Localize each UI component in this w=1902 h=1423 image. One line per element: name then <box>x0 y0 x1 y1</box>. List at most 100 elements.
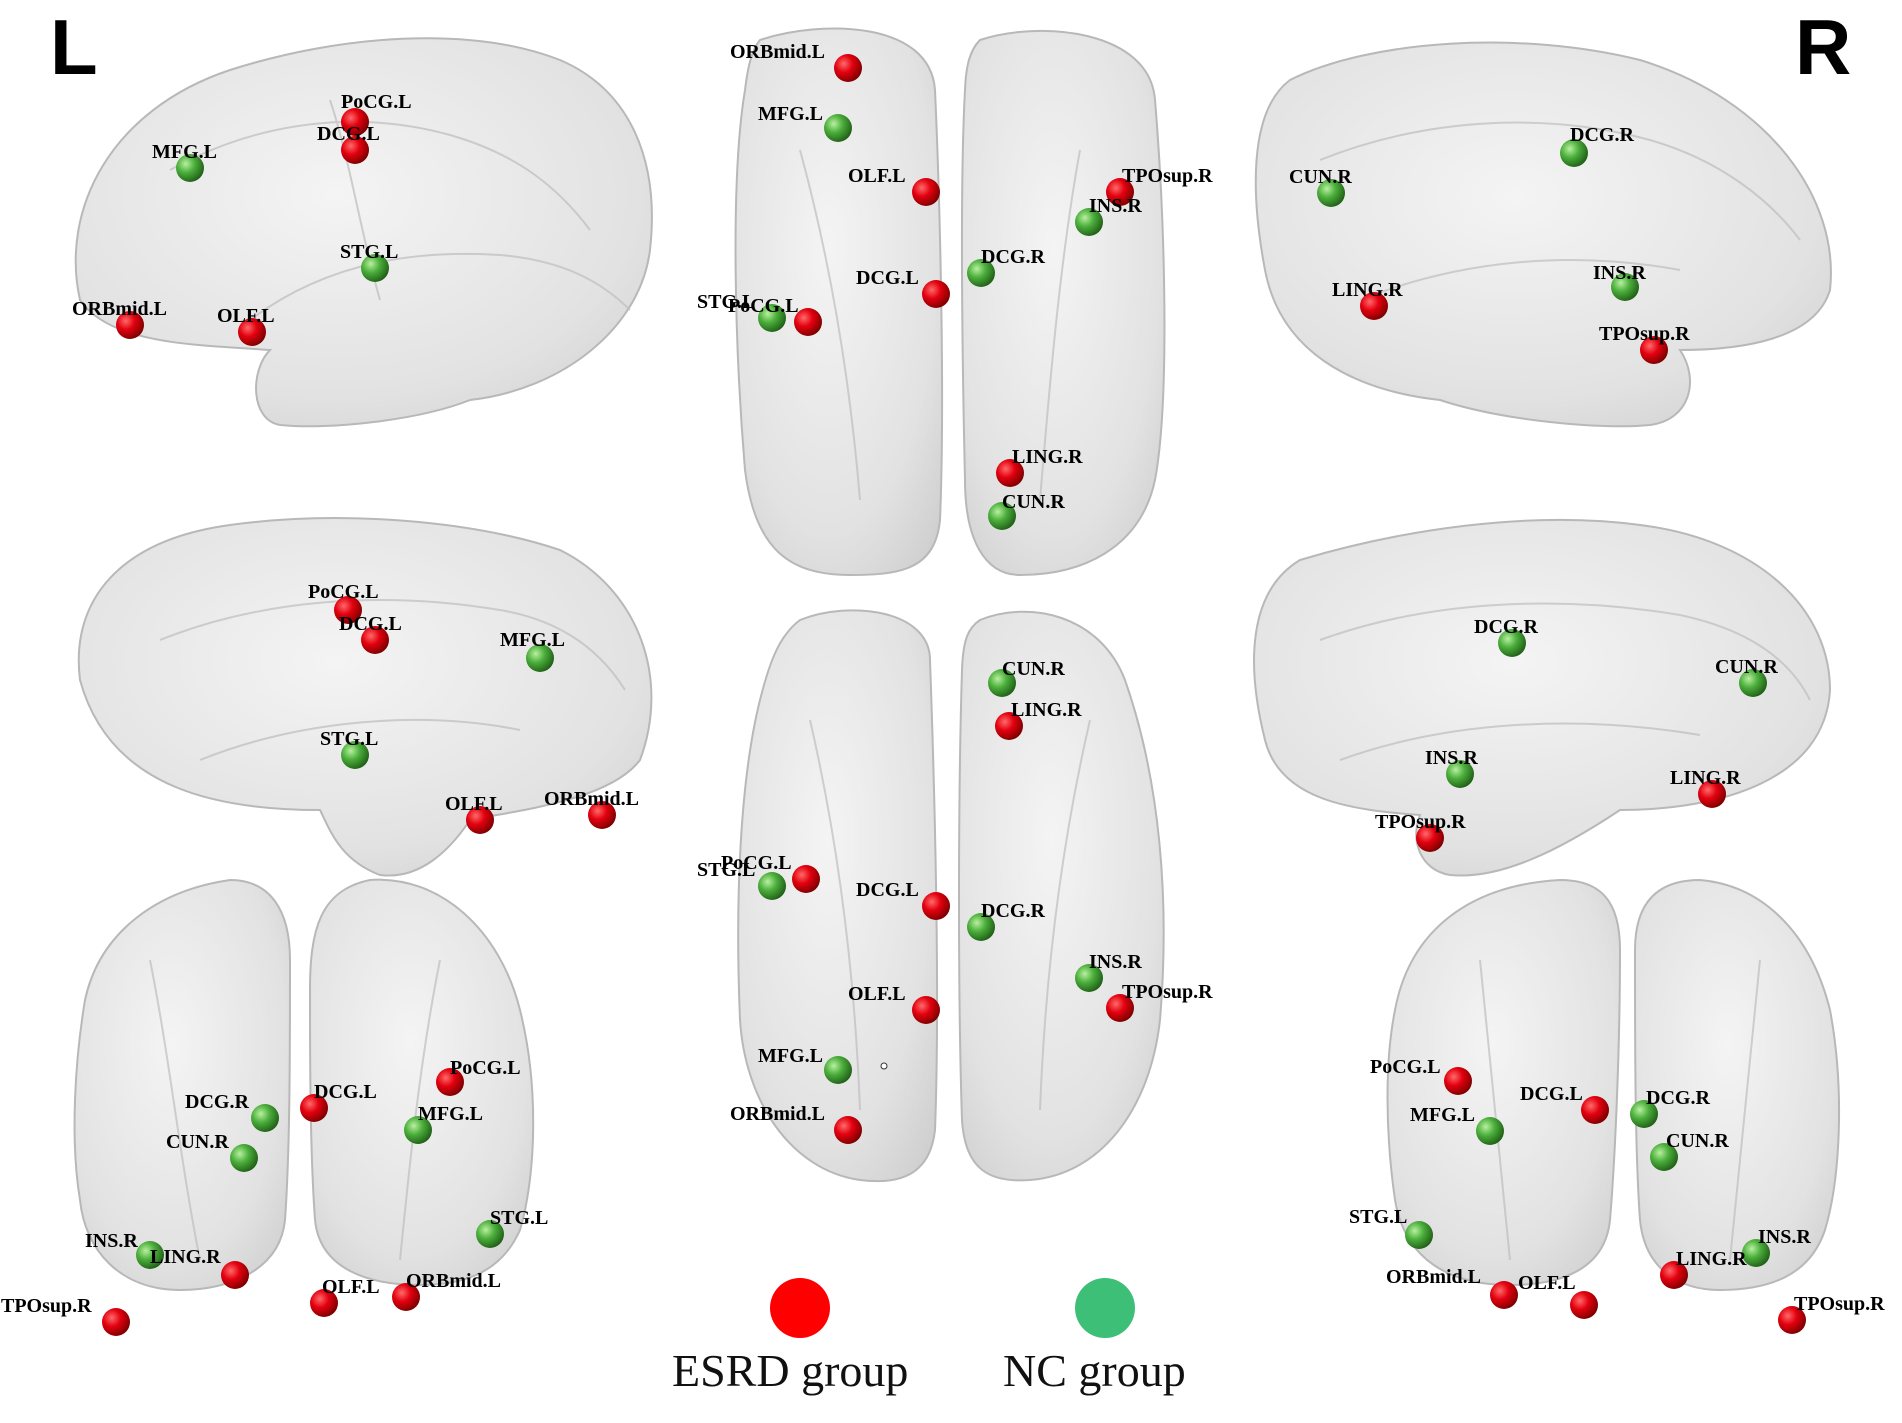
node-label: DCG.R <box>981 900 1045 922</box>
node-label: OLF.L <box>848 983 906 1005</box>
node-label: TPOsup.R <box>1599 323 1690 345</box>
node-label: CUN.R <box>1002 491 1065 513</box>
node-right-frontal-cun-r: CUN.R <box>1650 1130 1729 1171</box>
node-bottom-ventral-dcg-r: DCG.R <box>967 900 1045 941</box>
node-sphere <box>988 502 1016 530</box>
node-label: TPOsup.R <box>1375 811 1466 833</box>
node-sphere <box>758 872 786 900</box>
node-top-dorsal-ins-r: INS.R <box>1075 195 1142 236</box>
node-right-frontal-stg-l: STG.L <box>1349 1206 1433 1249</box>
node-sphere <box>1660 1261 1688 1289</box>
node-right-frontal-orbmid-l: ORBmid.L <box>1386 1266 1518 1309</box>
node-sphere <box>238 318 266 346</box>
node-label: ORBmid.L <box>72 298 167 320</box>
node-right-frontal-dcg-r: DCG.R <box>1630 1087 1710 1128</box>
node-left-lateral-orbmid-l: ORBmid.L <box>72 298 167 339</box>
legend-nc-label: NC group <box>1003 1345 1186 1396</box>
node-label: MFG.L <box>758 1045 823 1067</box>
node-bottom-ventral-orbmid-l: ORBmid.L <box>730 1103 862 1144</box>
node-sphere <box>1490 1281 1518 1309</box>
legend-esrd-label: ESRD group <box>672 1345 909 1396</box>
node-left-frontal-tposup-r: TPOsup.R <box>1 1295 130 1336</box>
node-top-dorsal-stg-l: STG.L <box>697 291 786 332</box>
node-left-frontal-pocg-l: PoCG.L <box>436 1057 521 1096</box>
node-sphere <box>1416 824 1444 852</box>
node-sphere <box>922 892 950 920</box>
brain-sulci <box>149 99 1811 1261</box>
node-sphere <box>526 644 554 672</box>
node-sphere <box>436 1068 464 1096</box>
node-sphere <box>1405 1221 1433 1249</box>
node-right-medial-ins-r: INS.R <box>1425 747 1478 788</box>
node-label: MFG.L <box>758 103 823 125</box>
node-sphere <box>136 1241 164 1269</box>
node-left-lateral-pocg-l: PoCG.L <box>341 91 412 136</box>
node-label: TPOsup.R <box>1794 1293 1885 1315</box>
node-sphere <box>1106 994 1134 1022</box>
node-label: DCG.L <box>856 879 919 901</box>
brain-bottom-left-hemi <box>737 609 939 1183</box>
node-label: STG.L <box>697 859 755 881</box>
node-bottom-ventral-pocg-l: PoCG.L <box>721 852 820 893</box>
node-label: LING.R <box>1670 767 1741 789</box>
node-sphere <box>967 913 995 941</box>
node-label: DCG.L <box>856 267 919 289</box>
node-top-dorsal-dcg-l: DCG.L <box>856 267 950 308</box>
node-sphere <box>1778 1306 1806 1334</box>
node-sphere <box>476 1220 504 1248</box>
node-sphere <box>995 712 1023 740</box>
node-label: CUN.R <box>1666 1130 1729 1152</box>
node-sphere <box>1075 964 1103 992</box>
node-label: CUN.R <box>166 1131 229 1153</box>
node-label: OLF.L <box>322 1276 380 1298</box>
node-sphere <box>988 669 1016 697</box>
node-top-dorsal-pocg-l: PoCG.L <box>728 295 822 336</box>
node-label: TPOsup.R <box>1122 981 1213 1003</box>
node-left-lateral-olf-l: OLF.L <box>217 305 275 346</box>
node-label: LING.R <box>1011 699 1082 721</box>
node-label: INS.R <box>85 1230 138 1252</box>
node-right-medial-ling-r: LING.R <box>1670 767 1741 808</box>
node-sphere <box>1476 1117 1504 1145</box>
node-label: INS.R <box>1089 951 1142 973</box>
right-hemisphere-label: R <box>1795 3 1852 91</box>
node-sphere <box>230 1144 258 1172</box>
node-left-frontal-mfg-l: MFG.L <box>404 1103 483 1144</box>
node-sphere <box>116 311 144 339</box>
node-sphere <box>1444 1067 1472 1095</box>
node-sphere <box>392 1283 420 1311</box>
node-bottom-ventral-cun-r: CUN.R <box>988 658 1065 697</box>
node-label: DCG.L <box>314 1081 377 1103</box>
node-bottom-ventral-mfg-l: MFG.L <box>758 1045 852 1084</box>
node-bottom-ventral-olf-l: OLF.L <box>848 983 940 1024</box>
node-label: MFG.L <box>152 141 217 163</box>
node-left-lateral-stg-l: STG.L <box>340 241 398 282</box>
nodes-layer: PoCG.L DCG.L MFG.L STG.L ORBmid.L OLF.L PoCG.L… <box>1 41 1885 1336</box>
node-bottom-ventral-tposup-r: TPOsup.R <box>1106 981 1213 1022</box>
node-label: LING.R <box>1676 1248 1747 1270</box>
node-label: INS.R <box>1425 747 1478 769</box>
node-sphere <box>1739 669 1767 697</box>
node-sphere <box>834 54 862 82</box>
node-top-dorsal-dcg-r: DCG.R <box>967 246 1045 287</box>
node-label: LING.R <box>1012 446 1083 468</box>
node-bottom-ventral-ins-r: INS.R <box>1075 951 1142 992</box>
node-label: ORBmid.L <box>1386 1266 1481 1288</box>
node-label: PoCG.L <box>1370 1056 1441 1078</box>
node-label: LING.R <box>150 1246 221 1268</box>
node-right-medial-cun-r: CUN.R <box>1715 656 1778 697</box>
node-label: PoCG.L <box>728 295 799 317</box>
node-label: INS.R <box>1758 1226 1811 1248</box>
legend-esrd-dot <box>770 1278 830 1338</box>
node-label: PoCG.L <box>341 91 412 113</box>
node-bottom-ventral-dcg-l: DCG.L <box>856 879 950 920</box>
node-sphere <box>176 154 204 182</box>
brain-left-medial <box>77 517 653 877</box>
node-label: INS.R <box>1593 262 1646 284</box>
brain-right-frontal-left-hemi <box>1386 878 1622 1287</box>
legend-nc-dot <box>1075 1278 1135 1338</box>
node-label: ORBmid.L <box>406 1270 501 1292</box>
node-left-frontal-orbmid-l: ORBmid.L <box>392 1270 501 1311</box>
node-label: PoCG.L <box>308 581 379 603</box>
